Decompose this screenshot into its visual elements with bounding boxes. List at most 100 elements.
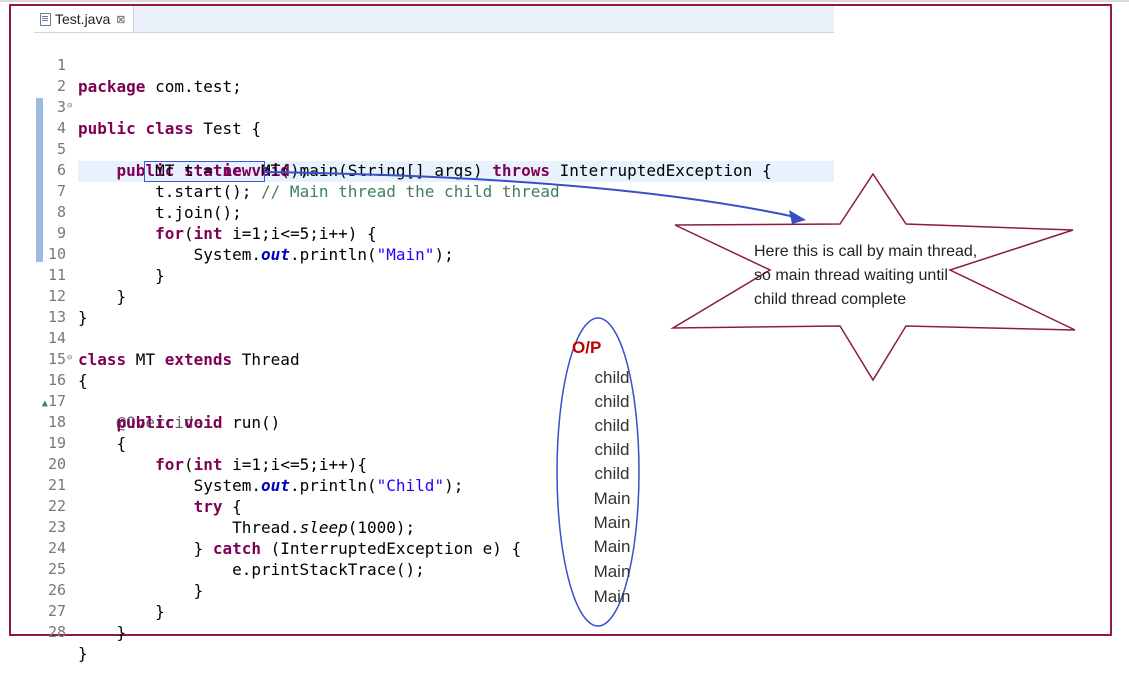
line-number: 14 — [47, 329, 66, 347]
output-item: Main — [593, 562, 631, 581]
code-text: @Override — [116, 413, 204, 432]
line-number: 20 — [47, 455, 66, 473]
code-line-17: ▲17 public void run() — [36, 370, 280, 432]
line-number: 8 — [56, 203, 66, 221]
occurrence-marker-bar — [36, 98, 43, 262]
code-text: } — [78, 287, 127, 306]
line-number: 27 — [47, 602, 66, 620]
window-top-edge — [0, 0, 1129, 2]
code-line-15: 15 { — [36, 328, 88, 390]
code-line-11: 11 } — [36, 244, 126, 306]
code-text: public void run() — [116, 413, 281, 432]
code-line-24: 24 e.printStackTrace(); — [36, 517, 425, 579]
line-number: 1 — [56, 56, 66, 74]
tab-title: Test.java — [55, 11, 111, 27]
code-line-19: 19 for(int i=1;i<=5;i++){ — [36, 412, 367, 474]
line-number: 15 — [47, 350, 66, 368]
callout-line: Here this is call by main thread, — [754, 243, 978, 260]
code-text: { — [78, 371, 88, 390]
code-text: { — [78, 434, 127, 453]
code-text: e.printStackTrace(); — [78, 560, 425, 579]
line-number: 7 — [56, 182, 66, 200]
code-text: } — [78, 644, 88, 663]
code-line-13: 13 — [36, 286, 75, 326]
code-text: System.out.println("Child"); — [78, 476, 464, 495]
line-number: 22 — [47, 497, 66, 515]
line-number: 28 — [47, 623, 66, 641]
code-text: } — [78, 581, 204, 600]
tab-close-icon[interactable]: ⊠ — [116, 13, 126, 26]
code-text: } — [78, 266, 165, 285]
line-number: 25 — [47, 560, 66, 578]
code-line-2: 2 — [36, 55, 75, 95]
code-line-4: 4 ⊖ public static void main(String[] arg… — [36, 97, 772, 180]
tab-test-java[interactable]: Test.java ⊠ — [34, 6, 135, 32]
code-line-26: 26 } — [36, 559, 165, 621]
line-number: ▲17 — [36, 391, 66, 414]
output-item: child — [594, 440, 630, 459]
code-line-21: 21 try { — [36, 454, 242, 516]
line-number: 13 — [47, 308, 66, 326]
line-number: 18 — [47, 413, 66, 431]
line-number: 21 — [47, 476, 66, 494]
output-item: child — [594, 416, 630, 435]
code-line-27: 27 } — [36, 580, 126, 642]
code-line-6: 6 t.start(); // Main thread the child th… — [36, 139, 560, 201]
line-number: 3 — [56, 98, 66, 116]
code-line-28: 28 } — [36, 601, 88, 663]
output-item: child — [594, 392, 630, 411]
line-number: 5 — [56, 140, 66, 158]
code-line-18: 18 { — [36, 391, 126, 453]
output-item: Main — [593, 513, 631, 532]
callout-line: so main thread waiting until — [754, 267, 948, 284]
code-text: package com.test; — [78, 77, 242, 96]
code-line-22: 22 Thread.sleep(1000); — [36, 475, 415, 537]
code-line-12: 12 } — [36, 265, 88, 327]
code-line-29: 29 — [36, 622, 75, 638]
callout-text: Here this is call by main thread, so mai… — [754, 240, 1024, 312]
code-text: class MT extends Thread — [78, 350, 300, 369]
code-line-9: 9 System.out.println("Main"); — [36, 202, 454, 264]
code-line-25: 25 } — [36, 538, 203, 600]
code-text: } catch (InterruptedException e) { — [78, 539, 522, 558]
code-text: System.out.println("Main"); — [78, 245, 454, 264]
callout-line: child thread complete — [754, 291, 907, 308]
output-item: Main — [593, 489, 631, 508]
code-line-10: 10 } — [36, 223, 165, 285]
code-text: t.start(); // Main thread the child thre… — [78, 182, 560, 201]
code-text: for(int i=1;i<=5;i++){ — [155, 455, 368, 474]
code-line-8: 8 for(int i=1;i<=5;i++) { — [36, 181, 377, 243]
code-line-1: 1 package com.test; — [36, 34, 242, 96]
output-item: child — [594, 368, 630, 387]
code-text: t.join(); — [78, 203, 242, 222]
override-marker-icon: ▲ — [41, 398, 48, 409]
annotation-frame — [9, 4, 1112, 636]
line-number: 23 — [47, 518, 66, 536]
text-cursor-selection — [144, 161, 265, 182]
line-number: 4 — [56, 119, 66, 137]
output-title: O/P — [572, 338, 602, 357]
fold-collapse-icon[interactable]: ⊖ — [67, 353, 73, 363]
line-number: 11 — [47, 266, 66, 284]
code-text: } — [78, 602, 165, 621]
code-line-23: 23 } catch (InterruptedException e) { — [36, 496, 521, 558]
code-line-16: 16 ⊖ @Override — [36, 349, 203, 432]
line-number: 12 — [47, 287, 66, 305]
line-number: 10 — [47, 245, 66, 263]
line-number: 24 — [47, 539, 66, 557]
fold-collapse-icon[interactable]: ⊖ — [67, 101, 73, 111]
line-number: 16 — [47, 371, 66, 389]
line-number: 2 — [56, 77, 66, 95]
code-line-3: 3 public class Test { — [36, 76, 261, 138]
line-number: 6 — [56, 161, 66, 179]
code-text: try { — [193, 497, 242, 516]
code-text: public class Test { — [78, 119, 262, 138]
code-text: Thread.sleep(1000); — [78, 518, 416, 537]
output-item: Main — [593, 537, 631, 556]
line-number: 26 — [47, 581, 66, 599]
line-number: 9 — [56, 224, 66, 242]
editor-tab-bar: Test.java ⊠ — [34, 6, 834, 33]
code-line-14: 14 class MT extends Thread — [36, 307, 300, 369]
code-line-20: 20 System.out.println("Child"); — [36, 433, 463, 495]
output-item: Main — [593, 587, 631, 606]
